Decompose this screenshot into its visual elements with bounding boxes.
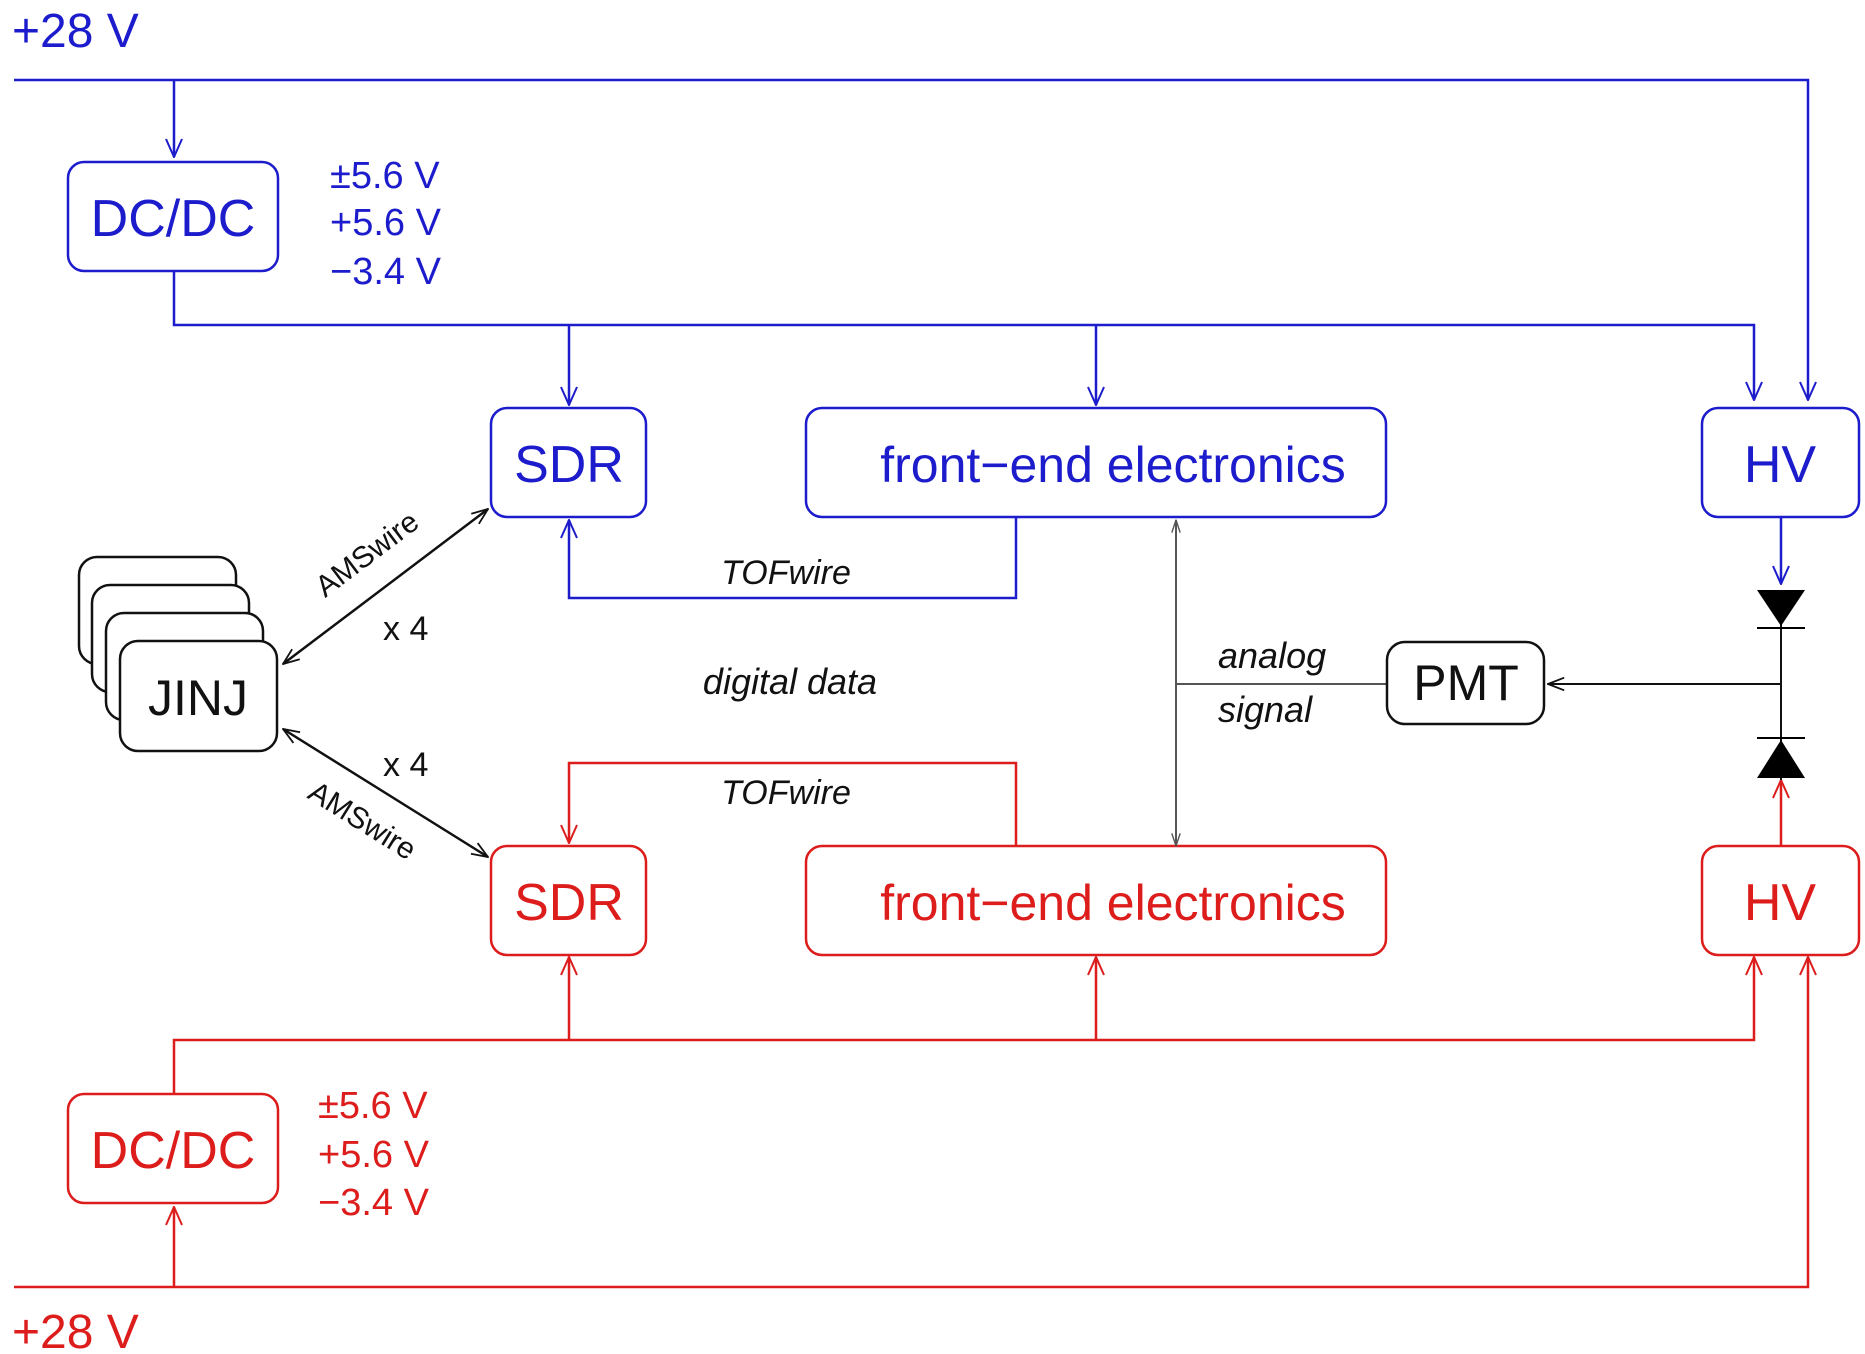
- top-multiplier-label: x 4: [383, 610, 428, 648]
- bottom-voltage-1: ±5.6 V: [318, 1085, 428, 1127]
- bottom-power-chain: [14, 761, 1808, 1289]
- top-sdr-box: [489, 406, 648, 519]
- bottom-dcdc-label: DC/DC: [91, 1122, 256, 1180]
- top-diode-icon: [1757, 590, 1805, 629]
- bottom-fee-box: [804, 844, 1388, 957]
- top-dcdc-box: [66, 160, 280, 273]
- bottom-28v-rail: [14, 957, 1808, 1289]
- bottom-lv-bus: [172, 957, 1754, 1094]
- top-sdr-label: SDR: [514, 436, 624, 494]
- top-hv-label: HV: [1744, 436, 1817, 494]
- digital-data-label: digital data: [703, 661, 877, 702]
- bottom-voltage-3: −3.4 V: [318, 1182, 430, 1224]
- top-hv-box: [1700, 406, 1861, 519]
- bottom-amswire-arrow: [283, 729, 488, 857]
- pmt-box: [1385, 640, 1546, 726]
- top-lv-bus: [172, 271, 1754, 400]
- bottom-sdr-label: SDR: [514, 874, 624, 932]
- top-amswire-label: AMSwire: [309, 505, 425, 604]
- top-fee-label: front−end electronics: [880, 437, 1346, 493]
- top-tofwire-line: [569, 517, 1018, 600]
- bottom-sdr-box: [489, 844, 648, 957]
- top-voltage-1: ±5.6 V: [330, 155, 440, 197]
- bottom-dcdc-box: [66, 1092, 280, 1205]
- bottom-diode-icon: [1757, 737, 1805, 778]
- bottom-28v-label: +28 V: [12, 1306, 139, 1354]
- bottom-tofwire-line: [569, 761, 1018, 846]
- bottom-amswire-label: AMSwire: [302, 775, 421, 867]
- jinj-stack: [77, 555, 279, 753]
- bottom-tofwire-label: TOFwire: [721, 774, 851, 812]
- top-voltage-3: −3.4 V: [330, 251, 442, 293]
- top-28v-label: +28 V: [12, 5, 139, 58]
- jinj-label: JINJ: [148, 670, 248, 726]
- analog-label-line1: analog: [1218, 635, 1326, 676]
- top-amswire-arrow: [283, 509, 488, 664]
- bottom-hv-box: [1700, 844, 1861, 957]
- bottom-fee-label: front−end electronics: [880, 875, 1346, 931]
- top-dcdc-label: DC/DC: [91, 190, 256, 248]
- top-voltage-2: +5.6 V: [330, 202, 442, 244]
- pmt-label: PMT: [1413, 655, 1519, 711]
- analog-label-line2: signal: [1218, 689, 1313, 730]
- top-28v-rail: [14, 78, 1808, 400]
- bottom-voltage-2: +5.6 V: [318, 1134, 430, 1176]
- top-fee-box: [804, 406, 1388, 519]
- bottom-multiplier-label: x 4: [383, 746, 428, 784]
- jinj-box: [118, 639, 279, 753]
- bottom-hv-label: HV: [1744, 874, 1817, 932]
- top-tofwire-label: TOFwire: [721, 554, 851, 592]
- top-power-chain: [14, 78, 1808, 600]
